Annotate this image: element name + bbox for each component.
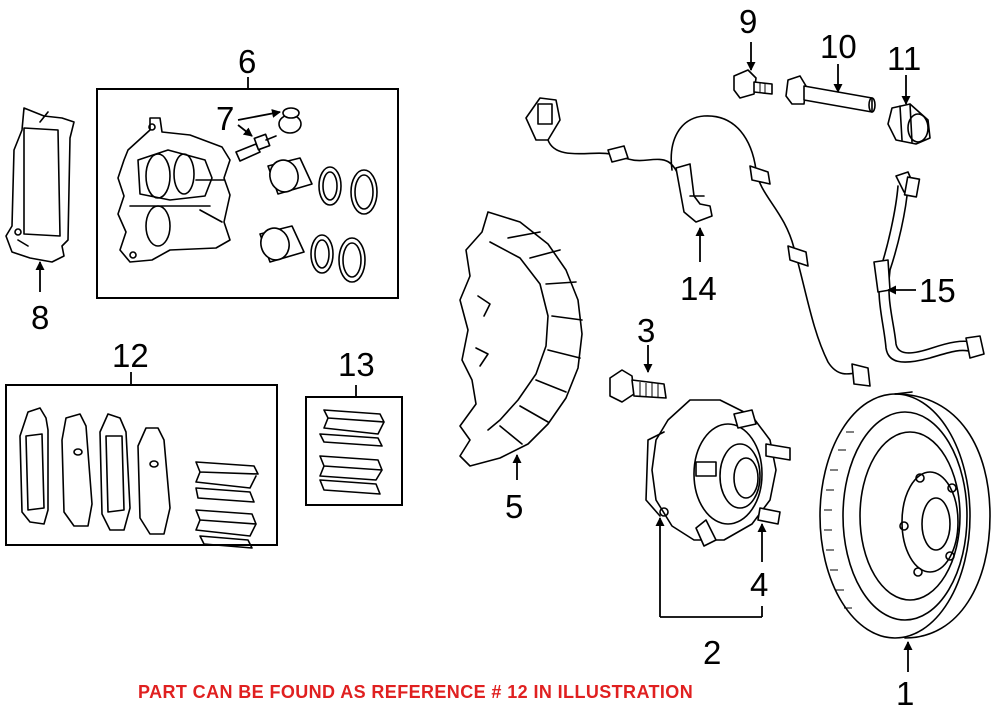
screw xyxy=(733,42,773,99)
callout-12: 12 xyxy=(112,337,149,374)
brake-pad-single xyxy=(5,107,75,292)
hub-assembly xyxy=(645,399,791,547)
callout-11: 11 xyxy=(887,40,921,77)
pad-set-pads xyxy=(19,407,171,535)
hardware-kit-group xyxy=(305,385,403,506)
callout-13: 13 xyxy=(338,346,375,383)
callout-4: 4 xyxy=(750,566,768,603)
hardware-kit-box xyxy=(305,396,403,506)
callout-9: 9 xyxy=(739,3,757,40)
brake-rotor xyxy=(819,391,991,672)
reference-note: PART CAN BE FOUND AS REFERENCE # 12 IN I… xyxy=(138,682,693,702)
pad-set-box xyxy=(5,384,278,546)
guide-pin-bolt xyxy=(235,133,277,162)
caliper-pistons xyxy=(259,157,378,283)
callout-7: 7 xyxy=(216,100,234,137)
callout-numbers: 1 2 3 4 5 6 7 8 9 10 11 12 13 14 15 xyxy=(31,3,956,711)
guide-pin xyxy=(785,64,876,113)
caliper-kit-group xyxy=(96,77,399,299)
callout-1: 1 xyxy=(896,675,914,711)
callout-14: 14 xyxy=(680,270,717,307)
dust-shield xyxy=(459,211,583,480)
caliper-body xyxy=(117,117,231,263)
callout-3: 3 xyxy=(637,312,655,349)
abs-sensor-wire xyxy=(525,97,871,387)
hub-bolt xyxy=(609,345,667,403)
guide-pin-boot xyxy=(278,107,302,134)
bushing xyxy=(887,75,931,145)
callout-2: 2 xyxy=(703,634,721,671)
callout-15: 15 xyxy=(919,272,956,309)
callout-5: 5 xyxy=(505,488,523,525)
brake-hose xyxy=(873,171,985,363)
callout-6: 6 xyxy=(238,43,256,80)
callout-8: 8 xyxy=(31,299,49,336)
pad-set-clips xyxy=(195,461,259,549)
callout-10: 10 xyxy=(820,28,857,65)
pad-set-group xyxy=(5,372,278,549)
